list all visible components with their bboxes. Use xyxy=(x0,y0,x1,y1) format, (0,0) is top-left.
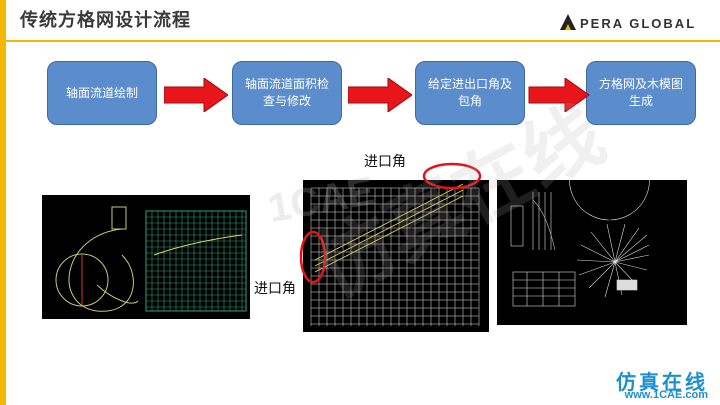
step-2-label: 轴面流道面积检查与修改 xyxy=(244,77,329,108)
step-1-label: 轴面流道绘制 xyxy=(65,85,138,100)
site-brand-text: 仿真在线 xyxy=(616,370,708,394)
step-3-box: 给定进出口角及包角 xyxy=(415,61,525,125)
section-table xyxy=(512,271,576,307)
meridional-drawing-panel xyxy=(42,195,250,319)
header-divider xyxy=(6,40,720,42)
step-4-label: 方格网及木模图生成 xyxy=(598,77,683,108)
inlet-angle-left-highlight xyxy=(299,230,327,284)
green-grid-frame xyxy=(145,210,247,312)
inlet-angle-left-label: 进口角 xyxy=(254,281,296,297)
side-view-rect xyxy=(510,205,524,247)
hub-outline xyxy=(111,206,127,230)
step-2-box: 轴面流道面积检查与修改 xyxy=(232,61,342,125)
wood-pattern-panel xyxy=(497,180,687,325)
inner-curve xyxy=(96,284,139,304)
flow-arrow-1 xyxy=(164,78,228,112)
step-4-box: 方格网及木模图生成 xyxy=(586,61,696,125)
white-grid-lines xyxy=(310,187,480,326)
logo-text: PERA GLOBAL xyxy=(580,16,697,31)
step-1-box: 轴面流道绘制 xyxy=(47,61,157,125)
volute-circle xyxy=(55,253,109,307)
step-3-label: 给定进出口角及包角 xyxy=(427,77,512,108)
flow-arrow-2 xyxy=(348,78,412,112)
blade-lines xyxy=(314,183,464,273)
left-accent-bar xyxy=(0,0,6,405)
blade-plan-circle xyxy=(569,180,650,221)
slide-title: 传统方格网设计流程 xyxy=(20,10,191,31)
slide-header: 传统方格网设计流程 PERA GLOBAL xyxy=(6,0,720,44)
inlet-angle-top-label: 进口角 xyxy=(364,154,406,170)
inlet-angle-top-highlight xyxy=(422,162,482,190)
volute-curve xyxy=(68,228,134,312)
section-lines xyxy=(532,192,552,250)
flow-arrow-3 xyxy=(528,78,590,112)
square-grid-panel xyxy=(303,180,489,332)
green-grid-lines xyxy=(146,211,246,311)
logo-triangle-icon xyxy=(560,14,576,30)
blade-curve xyxy=(153,234,243,256)
title-block xyxy=(616,279,638,291)
site-url-link[interactable]: www.1CAE.com xyxy=(624,389,708,401)
company-logo: PERA GLOBAL xyxy=(558,12,708,36)
radial-sections xyxy=(576,223,650,298)
